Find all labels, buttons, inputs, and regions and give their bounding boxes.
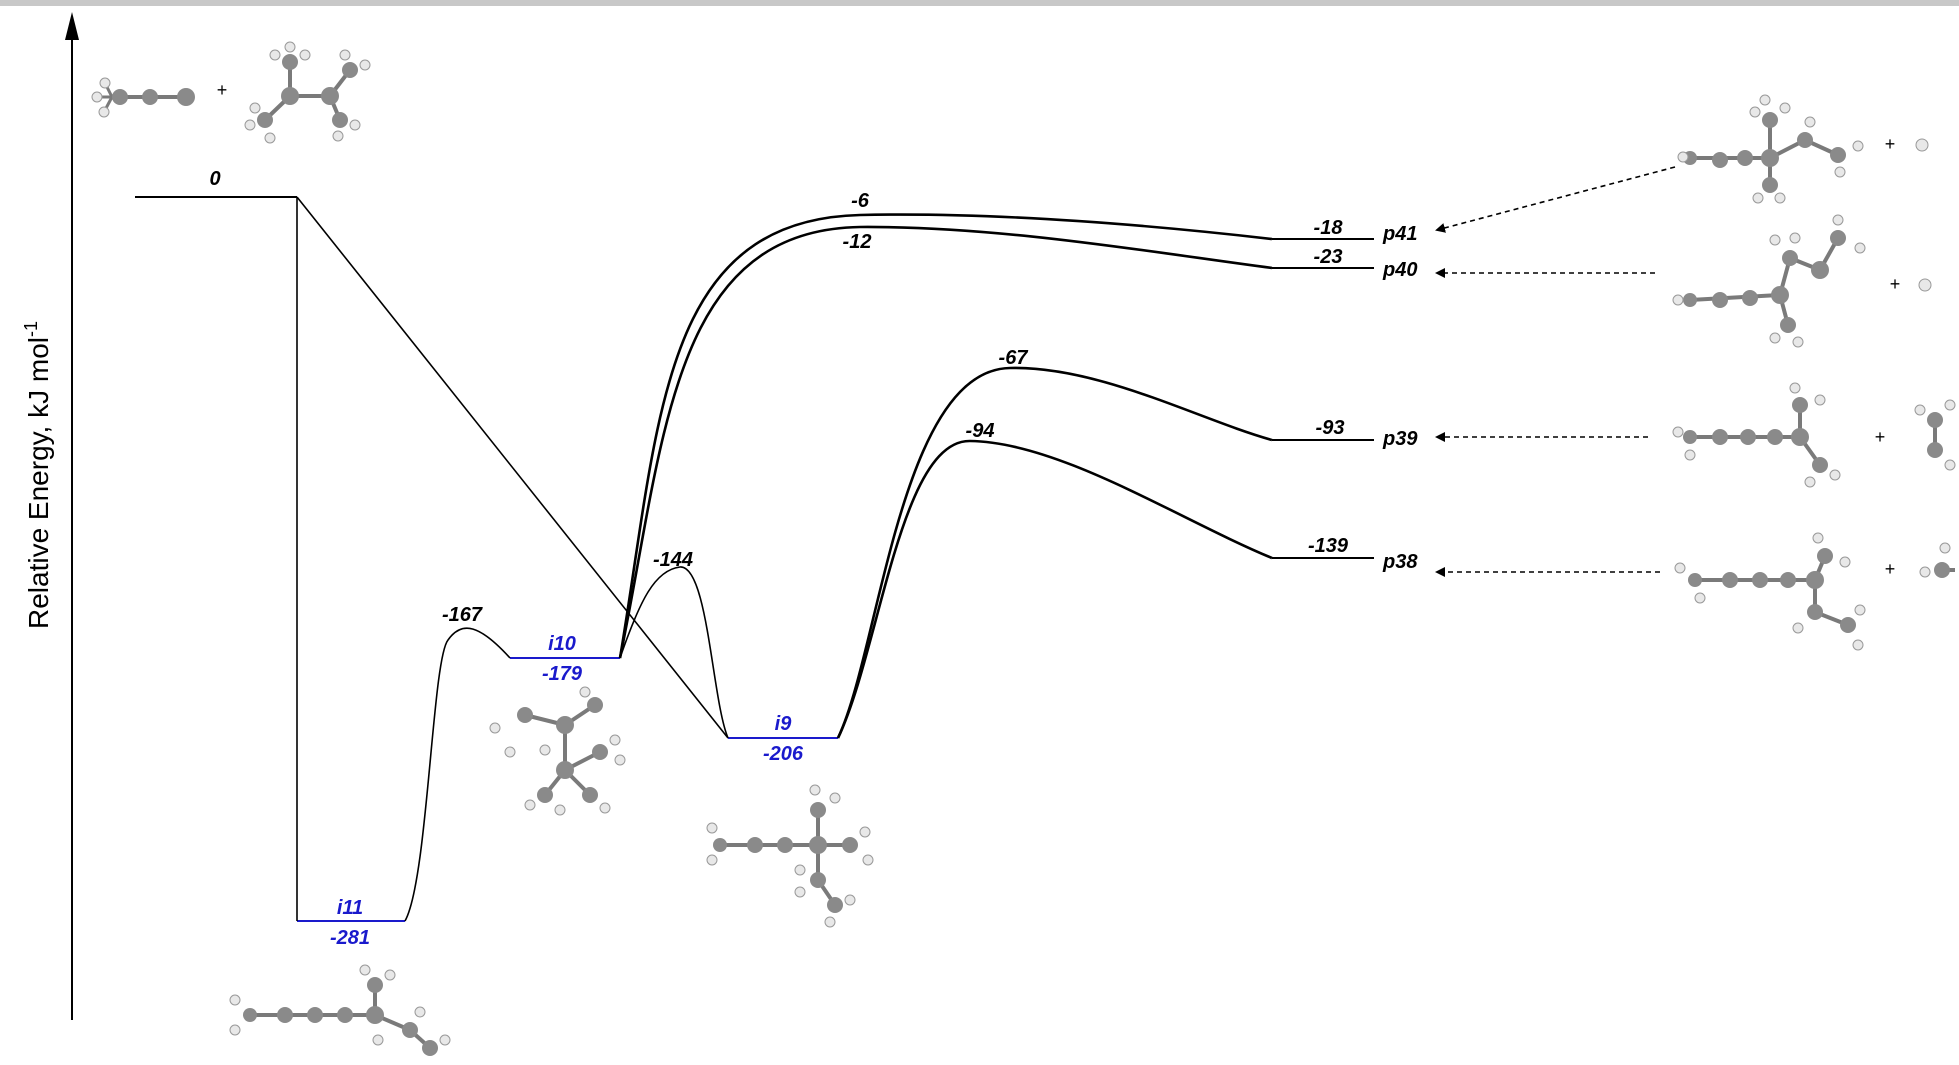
level-i11-energy: -281 [330,927,370,949]
molecule-reactant-ethynyl [91,77,195,118]
level-i10-name: i10 [548,633,576,655]
molecule-p38-partner [1919,542,1955,578]
path-i10-p40 [618,225,1273,659]
p41-h-atom [1915,138,1929,152]
y-axis-title: Relative Energy, kJ mol-1 [21,321,54,629]
level-i11-name: i11 [337,897,363,919]
path-reactants-i9 [296,196,729,739]
molecule-i11 [229,964,451,1056]
top-border [0,0,1959,6]
path-i9-p38 [836,439,1273,739]
ts-i9-p39-energy: -67 [999,347,1029,369]
level-p41-name: p41 [1382,223,1417,245]
level-reactants-energy: 0 [209,168,220,190]
level-i9-energy: -206 [763,743,804,765]
y-axis-arrowhead [65,12,79,40]
product-p39-plus: + [1875,427,1886,447]
ts-i11-i10-energy: -167 [442,604,483,626]
ts-i10-i9-energy: -144 [653,549,693,571]
level-p40-name: p40 [1382,259,1417,281]
molecule-p38 [1674,532,1866,651]
path-i10-i9 [619,566,729,739]
product-p41-plus: + [1885,134,1896,154]
level-i10-energy: -179 [542,663,583,685]
molecule-reactant-alkene [244,41,371,144]
reactant-plus: + [217,80,228,100]
molecule-p39-partner [1914,399,1956,471]
molecule-p41 [1677,94,1864,204]
molecule-i10 [489,686,626,816]
level-p39-name: p39 [1382,428,1418,450]
ts-i10-p41-energy: -6 [851,190,870,212]
molecule-p39 [1672,382,1841,488]
level-p40-energy: -23 [1314,246,1343,268]
level-p39-energy: -93 [1316,417,1345,439]
path-i10-p41 [618,213,1273,659]
path-i11-i10 [404,627,511,922]
level-p38-name: p38 [1382,551,1418,573]
path-i9-p39 [836,366,1273,739]
product-p38-plus: + [1885,559,1896,579]
level-p38-energy: -139 [1308,535,1349,557]
product-p40-plus: + [1890,274,1901,294]
p40-h-atom [1918,278,1932,292]
arrow-p41 [1435,166,1676,233]
level-i9-name: i9 [775,713,793,735]
level-p41-energy: -18 [1314,217,1344,239]
ts-i9-p38-energy: -94 [966,420,995,442]
molecule-i9 [706,784,874,928]
ts-i10-p40-energy: -12 [843,231,872,253]
molecule-p40 [1672,214,1866,348]
